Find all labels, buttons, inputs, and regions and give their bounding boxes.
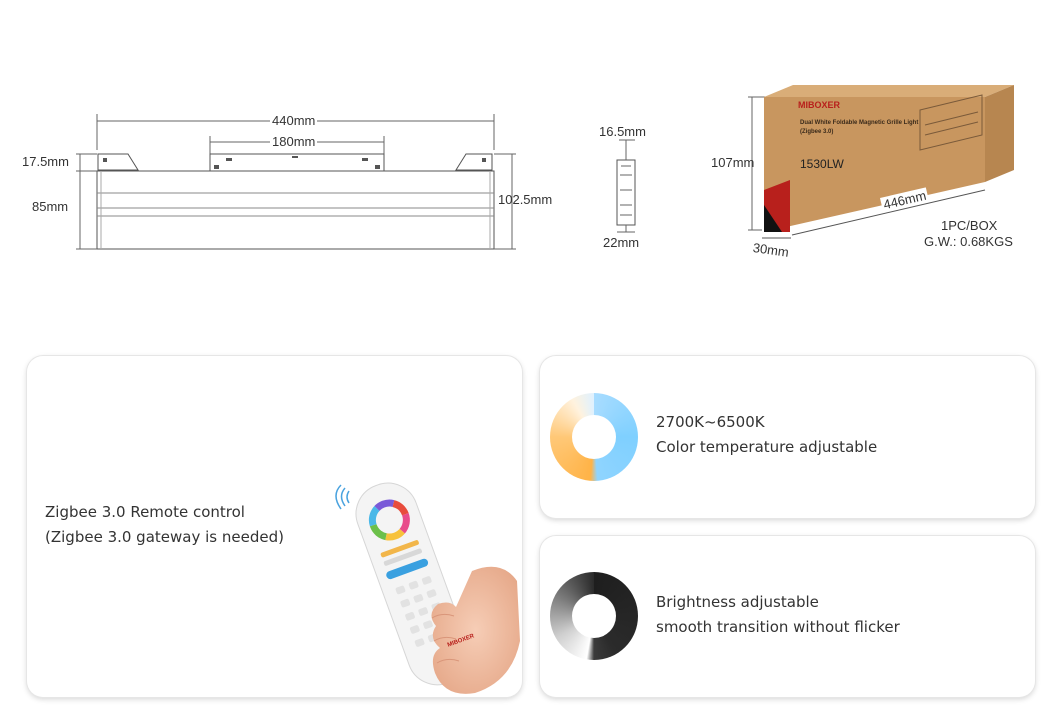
cct-card: 2700K~6500K Color temperature adjustable — [540, 356, 1035, 518]
box-107-label: 107mm — [711, 155, 755, 170]
brightness-description: smooth transition without flicker — [656, 618, 900, 636]
box-line2: (Zigbee 3.0) — [800, 129, 834, 135]
remote-feature-note: (Zigbee 3.0 gateway is needed) — [45, 528, 284, 546]
box-brand: MIBOXER — [798, 100, 841, 110]
brightness-ring-icon — [550, 572, 638, 660]
height-85-label: 85mm — [32, 199, 69, 214]
cct-description: Color temperature adjustable — [656, 438, 878, 456]
width-180-label: 180mm — [270, 134, 318, 149]
cct-range: 2700K~6500K — [656, 413, 765, 431]
gross-weight-label: G.W.: 0.68KGS — [924, 234, 1013, 249]
side-16-5-label: 16.5mm — [599, 124, 646, 139]
remote-control-card: Zigbee 3.0 Remote control (Zigbee 3.0 ga… — [27, 356, 522, 697]
box-line1: Dual White Foldable Magnetic Grille Ligh… — [800, 120, 919, 126]
side-22-label: 22mm — [603, 235, 640, 250]
hand-illustration — [431, 566, 520, 694]
remote-feature-title: Zigbee 3.0 Remote control — [45, 503, 245, 521]
box-model: 1530LW — [800, 157, 844, 171]
brightness-card: Brightness adjustable smooth transition … — [540, 536, 1035, 697]
width-440-label: 440mm — [270, 113, 318, 128]
pcs-per-box-label: 1PC/BOX — [941, 218, 998, 233]
signal-icon — [335, 484, 350, 510]
brightness-title: Brightness adjustable — [656, 593, 819, 611]
cct-ring-icon — [550, 393, 638, 481]
remote-hand-illustration — [335, 482, 520, 694]
height-102-5-label: 102.5mm — [498, 192, 553, 207]
height-17-5-label: 17.5mm — [22, 154, 69, 169]
